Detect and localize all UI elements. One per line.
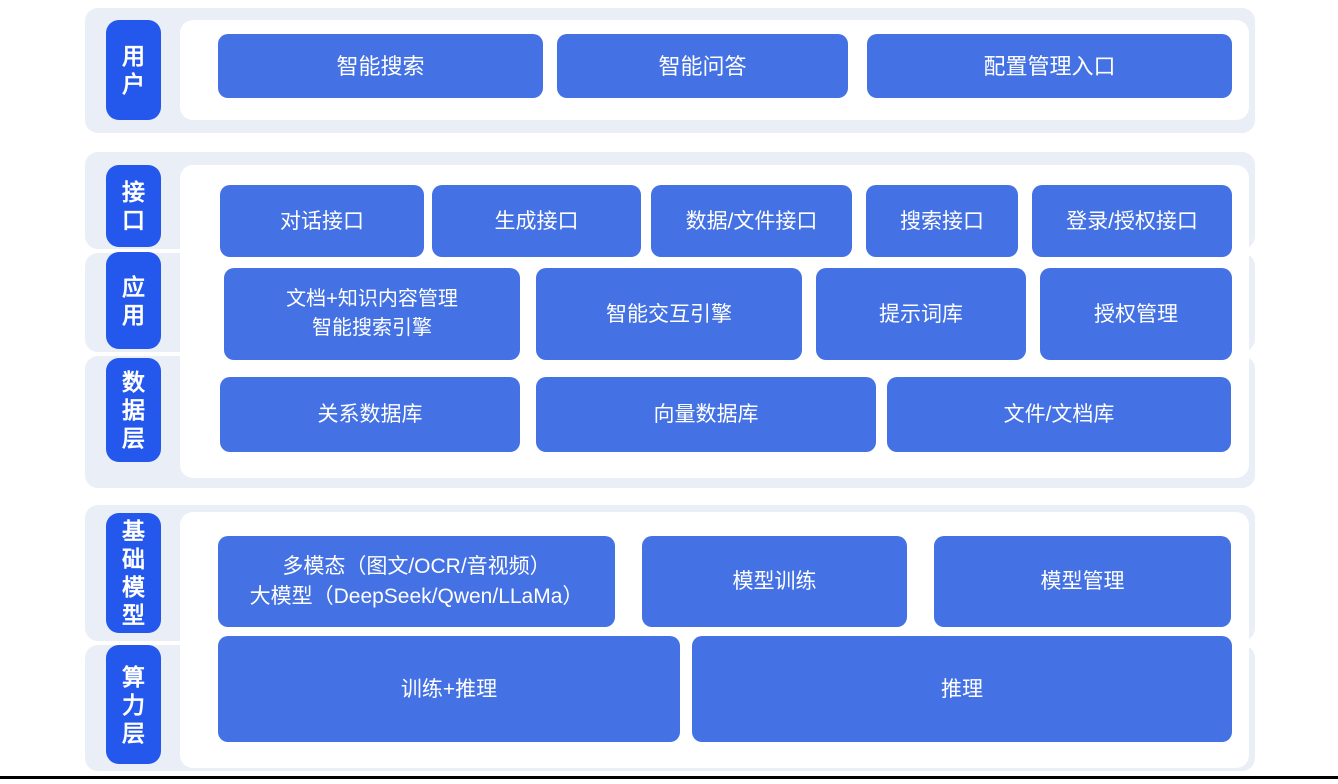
box-multimodal-llm: 多模态（图文/OCR/音视频） 大模型（DeepSeek/Qwen/LLaMa）	[218, 536, 615, 627]
box-prompt-library: 提示词库	[816, 268, 1026, 360]
box-doc-knowledge-search: 文档+知识内容管理 智能搜索引擎	[224, 268, 520, 360]
box-smart-search-label: 智能搜索	[336, 53, 425, 79]
box-generate-api: 生成接口	[432, 185, 641, 257]
layer-label-base-model: 基础模型	[106, 513, 161, 633]
box-search-api-label: 搜索接口	[900, 209, 984, 233]
layer-label-application: 应用	[106, 252, 161, 349]
box-search-api: 搜索接口	[866, 185, 1018, 257]
box-multimodal-line2: 大模型（DeepSeek/Qwen/LLaMa）	[249, 584, 584, 608]
box-smart-qa: 智能问答	[557, 34, 848, 98]
layer-label-compute: 算力层	[106, 645, 161, 764]
box-login-auth-api: 登录/授权接口	[1032, 185, 1232, 257]
box-smart-search: 智能搜索	[218, 34, 543, 98]
layer-label-user-text: 用户	[122, 43, 145, 97]
box-file-doc-db: 文件/文档库	[887, 377, 1231, 452]
box-doc-knowledge-line1: 文档+知识内容管理	[286, 288, 458, 310]
layer-label-data-text: 数据层	[122, 369, 145, 451]
box-config-entry: 配置管理入口	[867, 34, 1232, 98]
box-vector-db-label: 向量数据库	[653, 403, 759, 426]
box-file-doc-db-label: 文件/文档库	[1003, 403, 1115, 426]
box-model-management-label: 模型管理	[1040, 570, 1125, 593]
box-model-training-label: 模型训练	[732, 570, 817, 593]
box-train-infer-label: 训练+推理	[400, 677, 498, 701]
box-model-training: 模型训练	[642, 536, 907, 627]
box-infer: 推理	[692, 636, 1232, 742]
box-infer-label: 推理	[941, 677, 983, 701]
box-doc-knowledge-line2: 智能搜索引擎	[312, 317, 432, 339]
box-interaction-engine: 智能交互引擎	[536, 268, 802, 360]
box-dialog-api-label: 对话接口	[280, 209, 364, 233]
box-vector-db: 向量数据库	[536, 377, 876, 452]
box-data-file-api: 数据/文件接口	[651, 185, 852, 257]
box-generate-api-label: 生成接口	[494, 209, 579, 233]
box-model-management: 模型管理	[934, 536, 1231, 627]
box-smart-qa-label: 智能问答	[658, 53, 747, 79]
layer-label-interface-text: 接口	[122, 179, 145, 233]
box-data-file-api-label: 数据/文件接口	[685, 209, 818, 233]
box-config-entry-label: 配置管理入口	[983, 53, 1116, 79]
bottom-divider-line	[0, 776, 1338, 779]
layer-label-compute-text: 算力层	[122, 663, 145, 746]
box-interaction-engine-label: 智能交互引擎	[606, 302, 732, 326]
layer-label-interface: 接口	[106, 165, 161, 247]
layer-label-data: 数据层	[106, 358, 161, 462]
box-relational-db-label: 关系数据库	[317, 403, 423, 426]
box-prompt-library-label: 提示词库	[879, 302, 963, 326]
box-dialog-api: 对话接口	[220, 185, 424, 257]
layer-label-user: 用户	[106, 20, 161, 120]
box-auth-management: 授权管理	[1040, 268, 1232, 360]
layer-label-application-text: 应用	[122, 273, 145, 328]
layer-label-base-model-text: 基础模型	[122, 518, 145, 628]
box-relational-db: 关系数据库	[220, 377, 520, 452]
box-login-auth-api-label: 登录/授权接口	[1066, 209, 1198, 233]
box-train-infer: 训练+推理	[218, 636, 680, 742]
box-auth-management-label: 授权管理	[1094, 302, 1178, 326]
box-multimodal-line1: 多模态（图文/OCR/音视频）	[282, 554, 551, 578]
